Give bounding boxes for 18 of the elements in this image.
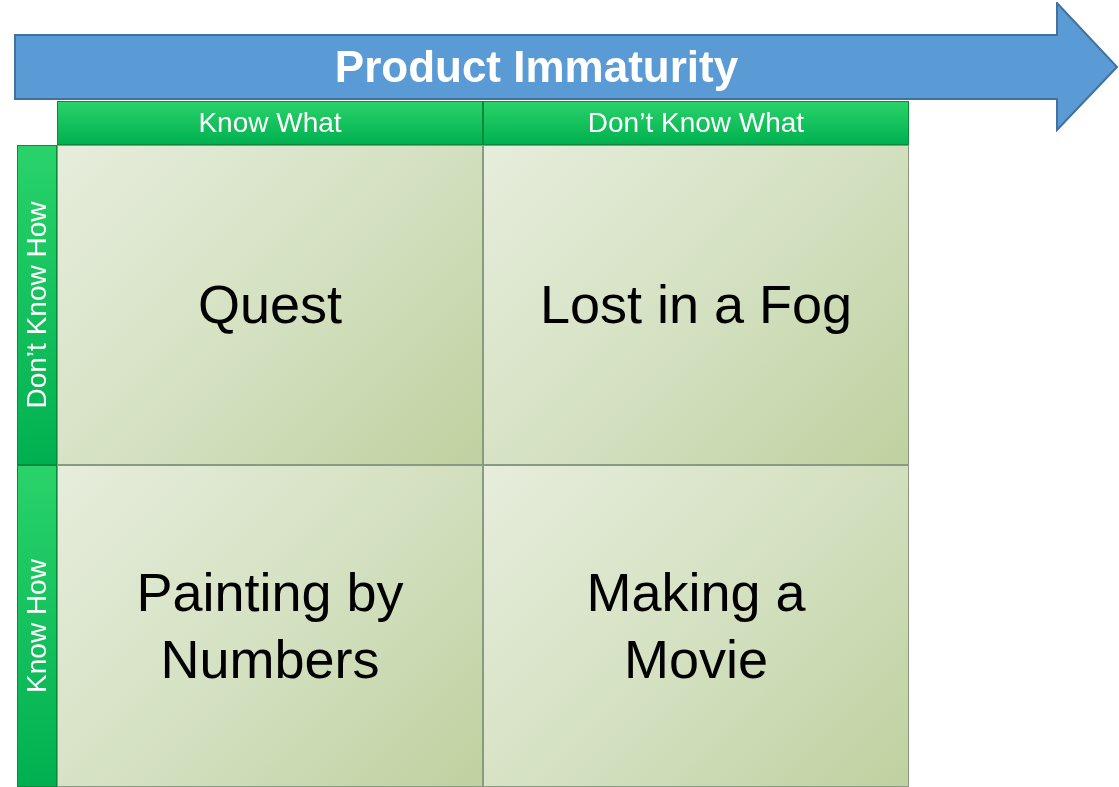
quadrant-label: Painting by Numbers <box>135 560 405 691</box>
arrow-banner <box>14 2 1119 132</box>
header-label: Don’t Know What <box>587 107 805 139</box>
header-label: Know How <box>21 559 53 693</box>
row-header <box>17 465 57 787</box>
row-header <box>17 145 57 465</box>
column-header <box>57 101 483 145</box>
quadrant-label: Making a Movie <box>585 560 807 691</box>
header-label: Know What <box>198 107 342 139</box>
header-label: Don’t Know How <box>21 201 53 409</box>
quadrant-label: Lost in a Fog <box>538 273 854 337</box>
quadrant-cell <box>57 465 483 787</box>
banner-title: Product Immaturity <box>334 42 739 92</box>
column-header <box>483 101 909 145</box>
quadrant-label: Quest <box>196 273 344 337</box>
quadrant-cell <box>483 465 909 787</box>
quadrant-cell <box>483 145 909 465</box>
quadrant-cell <box>57 145 483 465</box>
